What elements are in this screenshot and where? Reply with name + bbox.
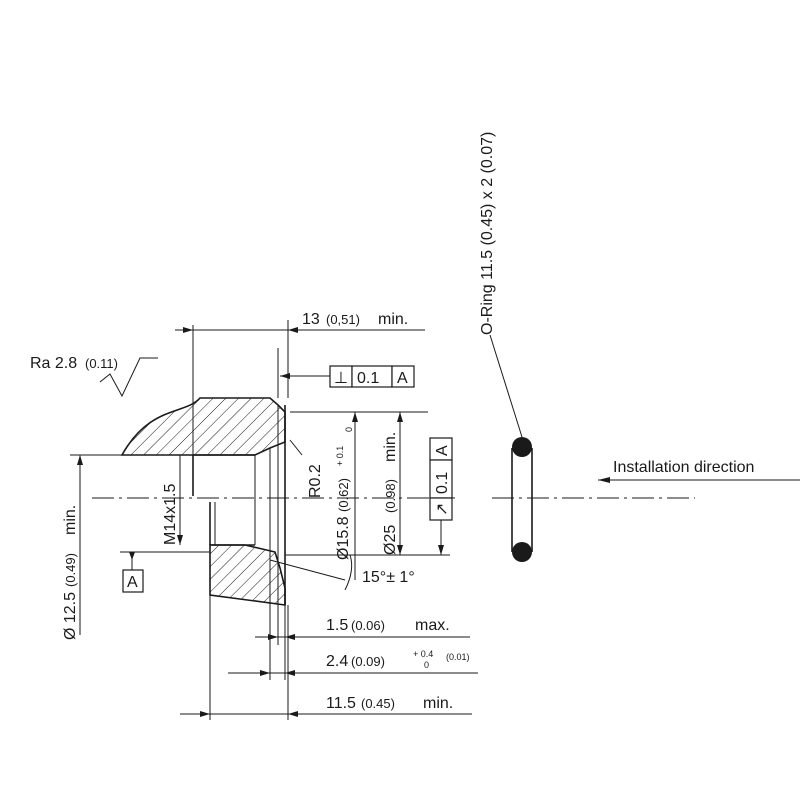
dim-11-5-value: 11.5 bbox=[326, 695, 356, 712]
perpendicularity-frame: ⊥ 0.1 A bbox=[277, 348, 415, 398]
dim-12-5-imperial: (0.49) bbox=[63, 553, 78, 587]
dimension-dia-12-5: Ø 12.5 (0.49) min. bbox=[62, 454, 122, 640]
angle-dimension: 15°± 1° bbox=[269, 554, 415, 591]
dim-2-4-tol-imperial: (0.01) bbox=[446, 652, 470, 662]
dimension-dia-15-8: Ø15.8 (0.62) + 0.1 0 bbox=[290, 411, 365, 580]
dim-13-imperial: (0,51) bbox=[326, 312, 360, 327]
dim-15-8-value: Ø15.8 bbox=[335, 516, 352, 560]
installation-label: Installation direction bbox=[613, 459, 754, 476]
datum-a: A bbox=[122, 552, 144, 593]
oring-label: O-Ring 11.5 (0.45) x 2 (0.07) bbox=[479, 132, 496, 335]
runout-symbol: ↗ bbox=[434, 503, 451, 516]
dim-2-4-tol-lower: 0 bbox=[424, 660, 429, 670]
angle-label: 15°± 1° bbox=[362, 569, 415, 586]
dim-2-4-imperial: (0.09) bbox=[351, 654, 385, 669]
runout-datum: A bbox=[434, 445, 451, 456]
perpendicularity-datum: A bbox=[397, 370, 408, 387]
dimension-13: 13 (0,51) min. bbox=[175, 311, 425, 455]
housing-section bbox=[120, 397, 286, 606]
installation-direction: Installation direction bbox=[598, 459, 800, 483]
dim-13-suffix: min. bbox=[378, 311, 408, 328]
o-ring-top-section bbox=[512, 437, 532, 457]
dim-1-5-imperial: (0.06) bbox=[351, 618, 385, 633]
dim-25-imperial: (0.98) bbox=[383, 479, 398, 513]
upper-housing-section bbox=[120, 397, 286, 456]
dim-12-5-value: Ø 12.5 bbox=[62, 592, 79, 640]
dim-12-5-suffix: min. bbox=[62, 505, 79, 535]
surface-finish-value: Ra 2.8 bbox=[30, 355, 77, 372]
dim-15-8-tol-lower: 0 bbox=[344, 427, 354, 432]
dim-1-5-suffix: max. bbox=[415, 617, 450, 634]
perpendicularity-symbol: ⊥ bbox=[334, 370, 348, 387]
dimension-2-4: 2.4 (0.09) + 0.4 0 (0.01) bbox=[228, 588, 478, 680]
dim-11-5-suffix: min. bbox=[423, 695, 453, 712]
dim-1-5-value: 1.5 bbox=[326, 617, 348, 634]
dim-15-8-tol-upper: + 0.1 bbox=[335, 446, 345, 466]
runout-value: 0.1 bbox=[434, 472, 451, 494]
thread-dimension: M14x1.5 bbox=[120, 455, 210, 553]
dim-25-suffix: min. bbox=[382, 432, 399, 462]
datum-a-label: A bbox=[127, 574, 138, 591]
o-ring-bottom-section bbox=[512, 542, 532, 562]
dimension-dia-25: Ø25 (0.98) min. bbox=[285, 411, 450, 556]
thread-label: M14x1.5 bbox=[162, 484, 179, 545]
dim-15-8-imperial: (0.62) bbox=[336, 478, 351, 512]
perpendicularity-value: 0.1 bbox=[357, 370, 379, 387]
dim-2-4-value: 2.4 bbox=[326, 653, 348, 670]
surface-finish-symbol: Ra 2.8 (0.11) bbox=[30, 355, 158, 398]
o-ring: O-Ring 11.5 (0.45) x 2 (0.07) bbox=[479, 132, 695, 562]
runout-frame: A 0.1 ↗ bbox=[429, 437, 453, 555]
radius-label: R0.2 bbox=[307, 464, 324, 498]
dim-13-value: 13 bbox=[302, 311, 320, 328]
dim-2-4-tol-upper: + 0.4 bbox=[413, 649, 433, 659]
dim-11-5-imperial: (0.45) bbox=[361, 696, 395, 711]
lower-housing-section bbox=[209, 544, 286, 606]
radius-dimension: R0.2 bbox=[289, 439, 324, 498]
dim-25-value: Ø25 bbox=[382, 525, 399, 555]
dimension-11-5: 11.5 (0.45) min. bbox=[180, 595, 472, 720]
surface-finish-imperial: (0.11) bbox=[85, 356, 118, 371]
